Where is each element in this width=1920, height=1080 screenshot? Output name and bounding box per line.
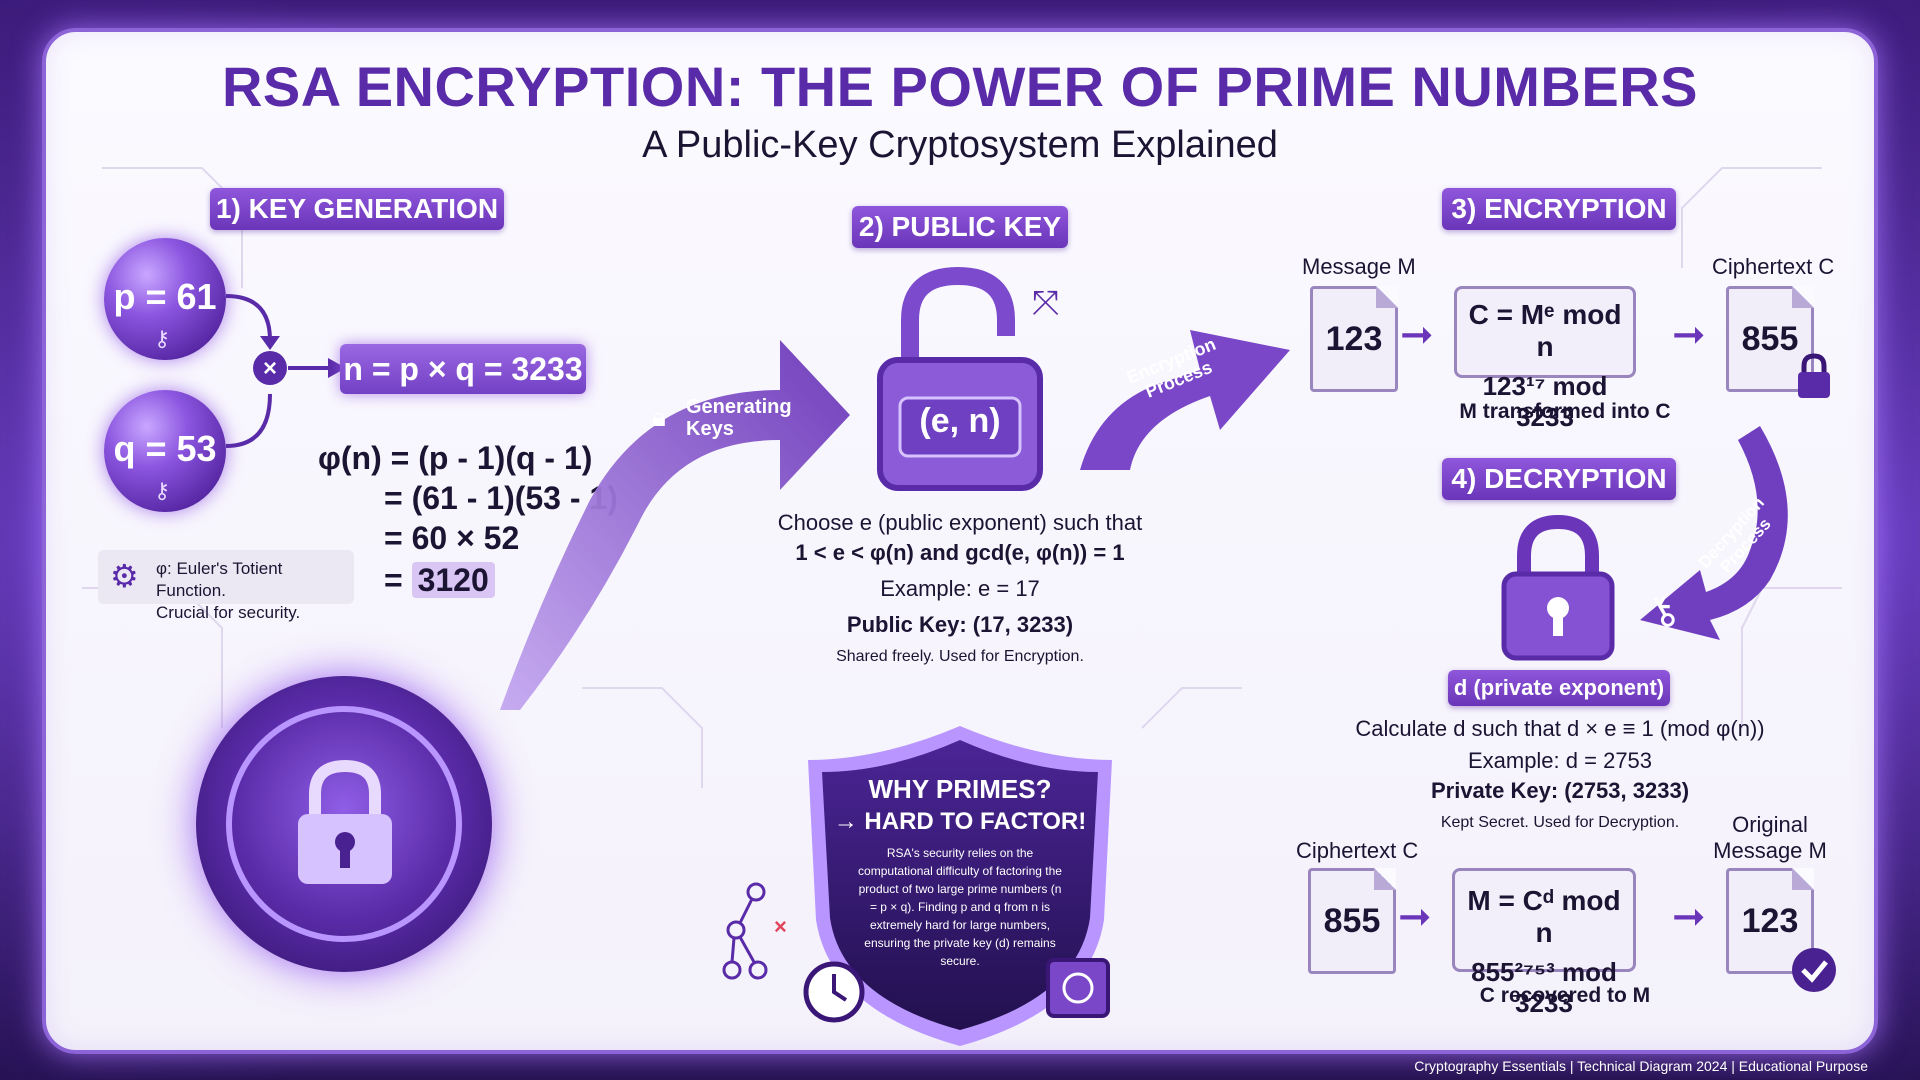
safe-icon bbox=[1046, 958, 1110, 1018]
decryption-formula-box: M = Cᵈ mod n 855²⁷⁵³ mod 3233 bbox=[1452, 868, 1636, 1018]
public-key-line-5: Shared freely. Used for Encryption. bbox=[836, 648, 1084, 665]
decryption-ciphertext-label: Ciphertext C bbox=[1296, 838, 1419, 863]
generating-keys-label: Generating Keys bbox=[686, 396, 792, 440]
public-key-lock-label: (e, n) bbox=[919, 402, 1001, 440]
encryption-badge: 3) ENCRYPTION bbox=[1442, 188, 1676, 230]
checkmark-icon bbox=[1792, 948, 1836, 992]
clock-icon bbox=[803, 961, 865, 1023]
modulus-n-box: n = p × q = 3233 bbox=[340, 344, 586, 394]
decryption-ciphertext-document: 855 bbox=[1308, 868, 1396, 974]
decryption-line-4: Kept Secret. Used for Decryption. bbox=[1440, 814, 1680, 831]
public-key-line-1: Choose e (public exponent) such that bbox=[777, 510, 1143, 535]
svg-text:×: × bbox=[774, 914, 787, 939]
original-message-label-2: Message M bbox=[1713, 838, 1827, 863]
totient-note-line-1: φ: Euler's Totient Function. bbox=[156, 559, 283, 600]
prime-q-label: q = 53 bbox=[113, 428, 217, 469]
decryption-formula-line-1: M = Cᵈ mod n bbox=[1467, 885, 1621, 948]
padlock-icon bbox=[298, 759, 392, 884]
prime-p-sphere: p = 61 ⚷ bbox=[104, 238, 226, 360]
multiply-connector: × bbox=[225, 294, 346, 448]
arrow-right-icon: ➞ bbox=[1672, 313, 1706, 357]
security-shield-icon bbox=[808, 726, 1112, 1046]
decryption-line-2: Example: d = 2753 bbox=[1467, 748, 1653, 773]
encryption-process-arrow bbox=[1080, 330, 1290, 470]
totient-note-line-2: Crucial for security. bbox=[156, 603, 301, 622]
decryption-caption: C recovered to M bbox=[1479, 984, 1651, 1007]
phi-equals: = bbox=[384, 562, 403, 598]
public-key-line-3: Example: e = 17 bbox=[880, 576, 1040, 601]
page-title: RSA ENCRYPTION: THE POWER OF PRIME NUMBE… bbox=[221, 55, 1698, 118]
open-padlock-icon bbox=[877, 266, 1043, 491]
prime-p-label: p = 61 bbox=[113, 276, 217, 317]
encryption-formula-line-2: 123¹⁷ mod 3233 bbox=[1482, 371, 1608, 432]
svg-text:×: × bbox=[263, 355, 277, 382]
footer-credits: Cryptography Essentials | Technical Diag… bbox=[1414, 1058, 1868, 1074]
decryption-formula-line-2: 855²⁷⁵³ mod 3233 bbox=[1471, 957, 1617, 1018]
public-key-line-2: 1 < e < φ(n) and gcd(e, φ(n)) = 1 bbox=[795, 540, 1125, 565]
signal-icon: ⤧ bbox=[1032, 284, 1060, 322]
shield-title-2: → HARD TO FACTOR! bbox=[833, 808, 1087, 835]
message-label: Message M bbox=[1302, 254, 1416, 279]
message-document: 123 bbox=[1310, 286, 1398, 392]
glowing-lock-emblem bbox=[196, 676, 492, 972]
phi-line-1: φ(n) = (p - 1)(q - 1) bbox=[318, 440, 593, 476]
private-exponent-badge: d (private exponent) bbox=[1448, 670, 1670, 706]
lock-icon: 🔒︎ bbox=[652, 402, 666, 432]
public-key-badge: 2) PUBLIC KEY bbox=[852, 206, 1068, 248]
public-key-line-4: Public Key: (17, 3233) bbox=[846, 612, 1074, 637]
original-message-label: Original Message M bbox=[1700, 812, 1840, 864]
generating-keys-arrow bbox=[500, 340, 850, 710]
factor-tree-icon: × bbox=[722, 882, 787, 980]
phi-result: 3120 bbox=[411, 562, 495, 598]
shield-title-1: WHY PRIMES? bbox=[868, 774, 1052, 804]
decryption-badge: 4) DECRYPTION bbox=[1442, 458, 1676, 500]
decryption-process-arrow bbox=[1640, 426, 1788, 640]
arrow-right-icon: ➞ bbox=[1400, 313, 1434, 357]
decryption-line-1: Calculate d such that d × e ≡ 1 (mod φ(n… bbox=[1355, 716, 1765, 741]
closed-padlock-icon bbox=[1501, 514, 1615, 661]
page-subtitle: A Public-Key Cryptosystem Explained bbox=[642, 124, 1278, 166]
key-icon: ⚷ bbox=[154, 478, 171, 503]
generating-keys-label-1: Generating bbox=[686, 396, 792, 418]
encryption-formula-box: C = Mᵉ mod n 123¹⁷ mod 3233 bbox=[1454, 286, 1636, 432]
arrow-right-icon: ➞ bbox=[1672, 895, 1706, 939]
phi-line-3: = 60 × 52 bbox=[384, 520, 520, 556]
decryption-line-3: Private Key: (2753, 3233) bbox=[1430, 778, 1690, 803]
original-message-label-1: Original bbox=[1732, 812, 1808, 837]
key-generation-badge: 1) KEY GENERATION bbox=[210, 188, 504, 230]
generating-keys-label-2: Keys bbox=[686, 418, 734, 440]
prime-q-sphere: q = 53 ⚷ bbox=[104, 390, 226, 512]
emblem-ring bbox=[226, 706, 462, 942]
totient-note: ⚙ φ: Euler's Totient Function. Crucial f… bbox=[98, 550, 354, 622]
ciphertext-label: Ciphertext C bbox=[1712, 254, 1835, 279]
phi-line-4: = 3120 bbox=[384, 562, 495, 599]
shield-body: RSA's security relies on the computation… bbox=[858, 846, 1062, 968]
gear-icon: ⚙ bbox=[110, 558, 139, 594]
lock-icon bbox=[1798, 353, 1830, 398]
encryption-formula-line-1: C = Mᵉ mod n bbox=[1468, 299, 1622, 362]
encryption-caption: M transformed into C bbox=[1459, 400, 1671, 423]
phi-line-2: = (61 - 1)(53 - 1) bbox=[384, 480, 618, 516]
key-icon: ⚷ bbox=[154, 326, 171, 351]
arrow-right-icon: ➞ bbox=[1398, 895, 1432, 939]
